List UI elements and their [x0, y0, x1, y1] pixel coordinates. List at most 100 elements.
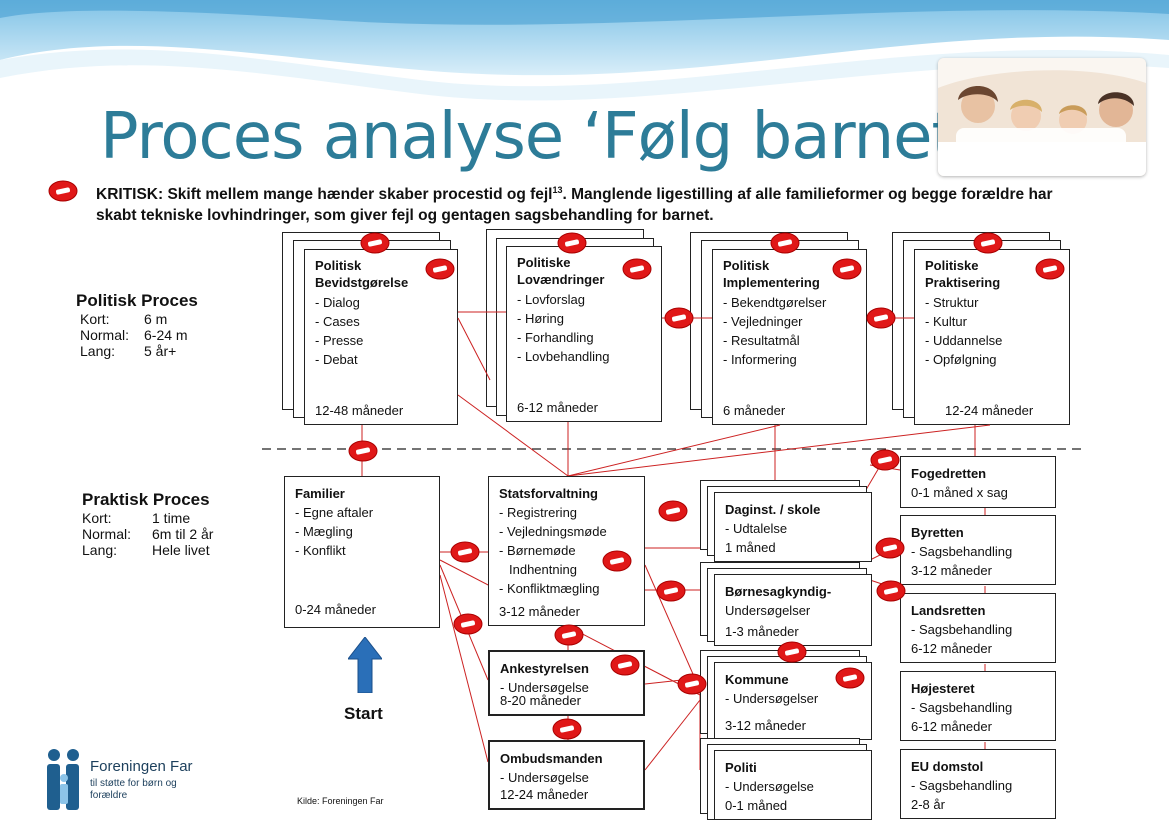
- praktisk-proces-heading: Praktisk Proces: [82, 490, 210, 509]
- box-duration: 1 måned: [725, 540, 776, 555]
- no-entry-icon: [664, 307, 694, 329]
- box-item: - Uddannelse: [925, 333, 1003, 348]
- box-item: - Høring: [517, 311, 564, 326]
- no-entry-icon: [554, 624, 584, 646]
- box-title: Politiske Praktisering: [925, 258, 1001, 290]
- box-familier: Familier - Egne aftaler - Mægling - Konf…: [284, 476, 440, 628]
- box-item: - Registrering: [499, 505, 578, 520]
- box-item: - Undersøgelse: [725, 779, 814, 794]
- box-title: Kommune: [725, 672, 789, 687]
- foreningen-far-logo-icon: [47, 749, 79, 810]
- box-politi: Politi - Undersøgelse 0-1 måned: [714, 750, 872, 820]
- box-item: - Sagsbehandling: [911, 778, 1013, 793]
- box-boernesagkyndig: Børnesagkyndig- Undersøgelser 1-3 månede…: [714, 574, 872, 646]
- no-entry-icon: [453, 613, 483, 635]
- no-entry-icon: [832, 258, 862, 280]
- no-entry-icon: [876, 580, 906, 602]
- row-key: Kort:: [80, 311, 110, 327]
- box-item: - Resultatmål: [723, 333, 800, 348]
- row-key: Lang:: [82, 542, 118, 558]
- no-entry-icon: [770, 232, 800, 254]
- no-entry-icon: [677, 673, 707, 695]
- box-item: - Lovbehandling: [517, 349, 610, 364]
- box-items: - Dialog - Cases - Presse - Debat: [315, 293, 447, 369]
- box-item: - Struktur: [925, 295, 979, 310]
- box-items: - Egne aftaler - Mægling - Konflikt: [295, 503, 429, 560]
- box-daginst-skole: Daginst. / skole - Udtalelse 1 måned: [714, 492, 872, 562]
- box-duration: 12-48 måneder: [315, 403, 404, 418]
- box-title: Byretten: [911, 525, 964, 540]
- box-title: Politiske Lovændringer: [517, 255, 605, 287]
- no-entry-icon: [552, 718, 582, 740]
- page-title: Proces analyse ‘Følg barnet’: [100, 100, 976, 174]
- box-title: Statsforvaltning: [499, 486, 598, 501]
- box-duration: 6-12 måneder: [517, 400, 598, 415]
- box-item: - Undersøgelse: [500, 770, 589, 785]
- box-item: - Vejledninger: [723, 314, 803, 329]
- no-entry-icon: [866, 307, 896, 329]
- box-item: - Presse: [315, 333, 364, 348]
- critical-footnote: 13: [552, 185, 563, 195]
- no-entry-icon: [602, 550, 632, 572]
- politisk-proces-legend: Politisk Proces Kort:6 m Normal:6-24 m L…: [76, 291, 198, 359]
- box-items: Undersøgelser: [725, 601, 861, 620]
- box-item: - Informering: [723, 352, 797, 367]
- box-title: Politi: [725, 760, 757, 775]
- no-entry-icon: [870, 449, 900, 471]
- box-duration: 12-24 måneder: [500, 787, 589, 802]
- box-landsretten: Landsretten - Sagsbehandling 6-12 månede…: [900, 593, 1056, 663]
- box-title: Daginst. / skole: [725, 502, 821, 517]
- box-duration: 0-1 måned: [725, 798, 788, 813]
- praktisk-proces-row: Normal:6m til 2 år: [82, 526, 213, 542]
- praktisk-proces-row: Kort:1 time: [82, 510, 213, 526]
- critical-statement: KRITISK: Skift mellem mange hænder skabe…: [96, 180, 1096, 226]
- no-entry-icon: [875, 537, 905, 559]
- box-item: 2-8 år: [911, 797, 945, 812]
- box-duration: 8-20 måneder: [500, 693, 581, 708]
- box-item: - Undersøgelser: [725, 691, 819, 706]
- box-duration: 1-3 måneder: [725, 624, 799, 639]
- box-item: - Lovforslag: [517, 292, 585, 307]
- politisk-proces-heading: Politisk Proces: [76, 291, 198, 310]
- no-entry-icon: [48, 180, 78, 202]
- box-item: - Udtalelse: [725, 521, 788, 536]
- box-item: - Forhandling: [517, 330, 594, 345]
- row-key: Normal:: [80, 327, 130, 343]
- box-title: Højesteret: [911, 681, 975, 696]
- no-entry-icon: [360, 232, 390, 254]
- critical-text: KRITISK: Skift mellem mange hænder skabe…: [96, 186, 553, 204]
- box-title: Børnesagkyndig-: [725, 584, 832, 599]
- box-item: 3-12 måneder: [911, 563, 992, 578]
- box-items: - Undersøgelse: [500, 768, 633, 787]
- no-entry-icon: [622, 258, 652, 280]
- box-duration: 6 måneder: [723, 403, 786, 418]
- politisk-proces-row: Kort:6 m: [80, 311, 198, 327]
- box-item: - Opfølgning: [925, 352, 997, 367]
- row-value: 6m til 2 år: [152, 526, 214, 542]
- critical-text-continued: . Manglende ligestilling af alle familie…: [96, 186, 1053, 225]
- box-eu-domstol: EU domstol - Sagsbehandling 2-8 år: [900, 749, 1056, 819]
- box-item: 6-12 måneder: [911, 719, 992, 734]
- no-entry-icon: [656, 580, 686, 602]
- box-fogedretten: Fogedretten 0-1 måned x sag: [900, 456, 1056, 508]
- box-item: Indhentning: [509, 562, 577, 577]
- no-entry-icon: [450, 541, 480, 563]
- row-key: Kort:: [82, 510, 112, 526]
- box-title: Politisk Bevidstgørelse: [315, 258, 409, 290]
- box-item: - Kultur: [925, 314, 967, 329]
- praktisk-proces-row: Lang:Hele livet: [82, 542, 213, 558]
- box-title: Ombudsmanden: [500, 751, 603, 766]
- box-items: - Struktur - Kultur - Uddannelse - Opføl…: [925, 293, 1059, 369]
- box-items: - Undersøgelse: [500, 678, 633, 697]
- box-duration: 12-24 måneder: [945, 403, 1034, 418]
- no-entry-icon: [610, 654, 640, 676]
- box-items: - Undersøgelse: [725, 777, 861, 796]
- box-item: - Sagsbehandling: [911, 700, 1013, 715]
- box-items: - Bekendtgørelser - Vejledninger - Resul…: [723, 293, 856, 369]
- row-value: 5 år+: [144, 343, 177, 359]
- box-item: - Egne aftaler: [295, 505, 374, 520]
- box-byretten: Byretten - Sagsbehandling 3-12 måneder: [900, 515, 1056, 585]
- source-note: Kilde: Foreningen Far: [297, 796, 384, 806]
- start-label: Start: [344, 704, 383, 723]
